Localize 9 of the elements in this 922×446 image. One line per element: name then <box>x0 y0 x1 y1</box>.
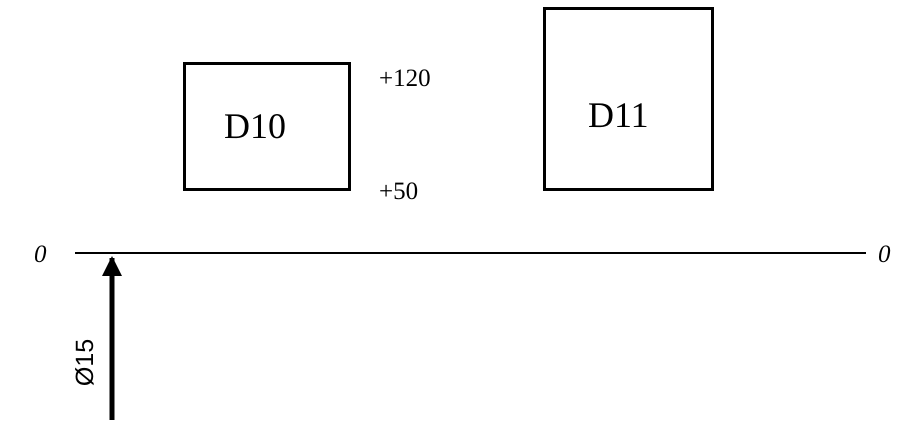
tolerance-zone-box <box>183 62 351 191</box>
zone-label: D10 <box>224 105 286 147</box>
tolerance-zone-box <box>543 7 714 191</box>
deviation-value: +50 <box>379 179 418 204</box>
zero-mark: 0 <box>34 242 46 267</box>
zone-label: D11 <box>588 94 649 136</box>
deviation-value: +120 <box>379 66 431 91</box>
zero-mark: 0 <box>878 242 890 267</box>
dimension-text: Ø15 <box>73 338 98 386</box>
